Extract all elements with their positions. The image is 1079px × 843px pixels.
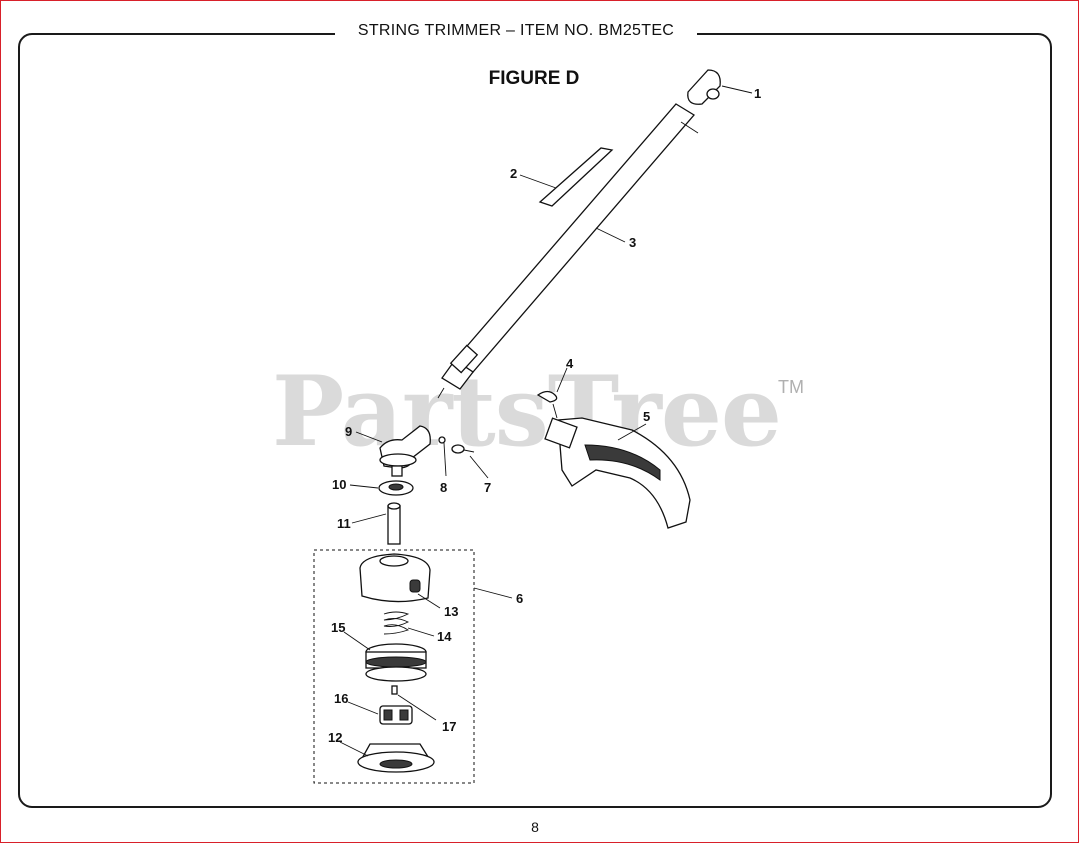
part-10-bearing[interactable]: [378, 480, 414, 496]
callout-13: 13: [444, 604, 458, 619]
figure-title: FIGURE D: [488, 68, 580, 89]
callout-17: 17: [442, 719, 456, 734]
callout-6: 6: [516, 591, 523, 606]
callout-5: 5: [643, 409, 650, 424]
callout-1: 1: [754, 86, 761, 101]
callout-2: 2: [510, 166, 517, 181]
callout-14: 14: [437, 629, 452, 644]
part-6-assembly-box[interactable]: [313, 549, 475, 784]
part-16-retainer[interactable]: [379, 705, 413, 725]
part-9-gear-head[interactable]: [379, 425, 431, 477]
part-17-pin[interactable]: [391, 685, 398, 695]
callout-4: 4: [566, 356, 574, 371]
callout-7: 7: [484, 480, 491, 495]
part-15-spool[interactable]: [365, 643, 427, 682]
callout-3: 3: [629, 235, 636, 250]
callout-11: 11: [337, 516, 351, 531]
part-5-guard[interactable]: [544, 417, 691, 529]
callout-12: 12: [328, 730, 342, 745]
callout-15: 15: [331, 620, 345, 635]
callout-16: 16: [334, 691, 348, 706]
part-8-screw[interactable]: [438, 436, 447, 477]
part-11-adapter[interactable]: [387, 502, 401, 545]
part-2-label[interactable]: [538, 147, 614, 207]
page-header-title: STRING TRIMMER – ITEM NO. BM25TEC: [335, 22, 697, 40]
part-7-bolt[interactable]: [451, 444, 475, 454]
watermark-trademark: TM: [778, 377, 804, 397]
part-12-bump-knob[interactable]: [357, 743, 435, 773]
callout-9: 9: [345, 424, 352, 439]
callout-10: 10: [332, 477, 346, 492]
part-14-spring[interactable]: [383, 611, 410, 635]
callout-8: 8: [440, 480, 447, 495]
part-13-hub-cover[interactable]: [359, 553, 431, 603]
part-4-wing-nut[interactable]: [536, 390, 558, 419]
page-number: 8: [531, 819, 539, 835]
part-1-coupler[interactable]: [687, 69, 721, 105]
watermark: PartsTree: [272, 355, 782, 468]
part-3-shaft[interactable]: [437, 103, 699, 399]
